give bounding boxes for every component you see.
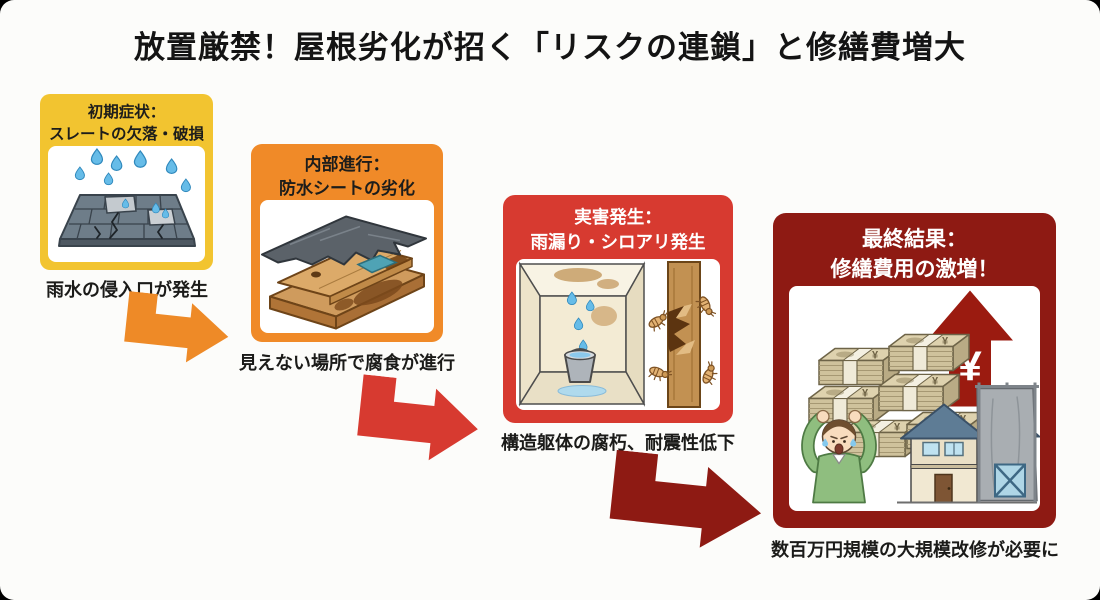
missing-slate-tile [147, 208, 176, 226]
page-title: 放置厳禁！屋根劣化が招く「リスクの連鎖」と修繕費増大 [134, 30, 966, 65]
stage-3-illustration-panel [516, 259, 720, 410]
stage-2-box: 内部進行： 防水シートの劣化 [251, 144, 443, 342]
torn-sheet-shape [261, 215, 427, 274]
elbow-arrow-icon [124, 291, 229, 363]
stage-1-header-line1: 初期症状： [87, 104, 166, 121]
slate-roof-shape [58, 194, 196, 247]
stage-1-box: 初期症状： スレートの欠落・破損 [40, 94, 213, 270]
stage-4-illustration-panel: ¥ ¥ [789, 286, 1040, 511]
stage-2-illustration-panel [260, 200, 434, 333]
leak-and-termites-image [518, 261, 720, 408]
stage-1-header-line2: スレートの欠落・破損 [48, 125, 204, 143]
arrow-stage2-to-stage3 [345, 373, 485, 466]
arrow-stage1-to-stage2 [114, 290, 234, 368]
stage-4-header: 最終結果： 修繕費用の激増！ [777, 225, 1052, 286]
leak-drops [566, 291, 595, 352]
stage-1-header: 初期症状： スレートの欠落・破損 [44, 102, 209, 145]
stage-3-header-line2: 雨漏り・シロアリ発生 [530, 231, 706, 252]
stage-3-header: 実害発生： 雨漏り・シロアリ発生 [507, 205, 729, 254]
stage-4-header-line2: 修繕費用の激増！ [830, 258, 999, 282]
stage-2-header: 内部進行： 防水シートの劣化 [255, 153, 439, 201]
stage-2-header-line1: 内部進行： [304, 155, 390, 174]
stage-3-box: 実害発生： 雨漏り・シロアリ発生 [503, 195, 733, 423]
house-under-renovation [897, 382, 1040, 504]
stage-1-caption: 雨水の侵入口が発生 [46, 280, 208, 300]
crack-lines [94, 212, 164, 239]
bucket-shape [564, 348, 596, 383]
leaking-room-corner [518, 261, 646, 407]
termite-damaged-column [646, 261, 720, 408]
missing-slate-tile [104, 195, 137, 214]
cost-surge-image: ¥ ¥ [801, 290, 1040, 504]
stage-4-header-line1: 最終結果： [862, 228, 967, 251]
exposed-underlay-patch [356, 254, 398, 274]
raindrops-group [74, 148, 191, 193]
stage-2-header-line2: 防水シートの劣化 [279, 178, 415, 198]
elbow-arrow-icon [357, 374, 478, 461]
damaged-slate-roof-image [58, 148, 196, 247]
stage-4-caption: 数百万円規模の大規模改修が必要に [771, 540, 1059, 560]
arrow-stage3-to-stage4 [595, 449, 769, 556]
elbow-arrow-icon [609, 449, 762, 548]
stage-2-caption: 見えない場所で腐食が進行 [239, 353, 455, 373]
worried-man [801, 409, 877, 504]
stage-3-header-line1: 実害発生： [574, 207, 662, 227]
torn-waterproof-sheet-image [261, 215, 427, 330]
stage-4-box: 最終結果： 修繕費用の激増！ ¥ [773, 213, 1056, 528]
scaffolding-and-sheet [975, 382, 1039, 503]
stage-1-illustration-panel [48, 146, 205, 262]
stage-3-caption: 構造躯体の腐朽、耐震性低下 [501, 433, 735, 453]
